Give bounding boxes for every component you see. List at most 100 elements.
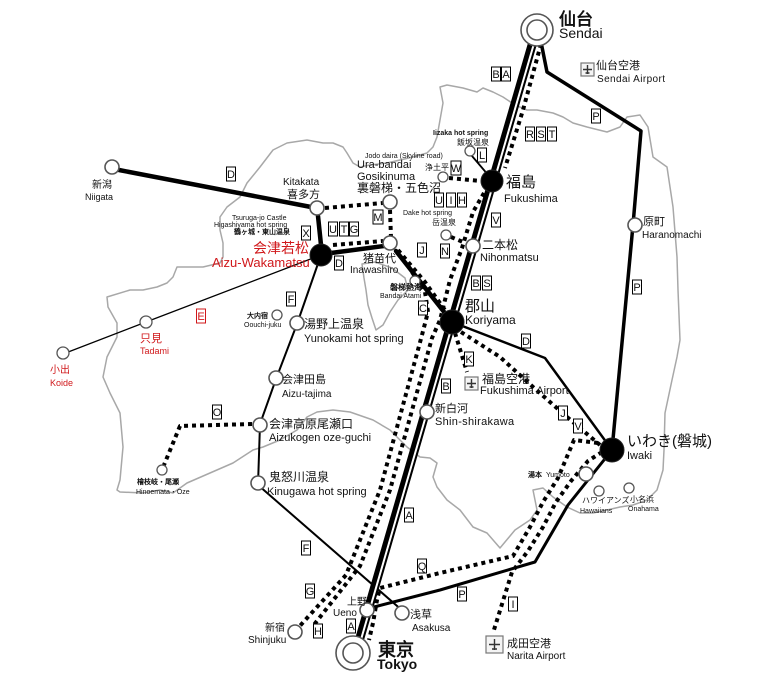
svg-text:O: O: [213, 407, 222, 419]
svg-text:H: H: [458, 195, 466, 207]
label-koriyama-en: Koriyama: [465, 313, 516, 327]
stop-iizaka: [464, 145, 476, 157]
svg-text:Q: Q: [418, 561, 427, 573]
koriyama-iwaki-line: [450, 320, 614, 452]
svg-text:M: M: [373, 212, 382, 224]
svg-text:H: H: [314, 626, 322, 638]
label-koriyama-ja: 郡山: [465, 298, 495, 315]
bus-kitakata-urabandai: [324, 201, 384, 210]
svg-text:A: A: [405, 510, 413, 522]
route-label-n: N: [440, 243, 450, 259]
label-hawaiians-ja: ハワイアンズ: [582, 495, 630, 505]
svg-text:B: B: [492, 69, 499, 81]
svg-text:V: V: [492, 215, 500, 227]
svg-text:U: U: [329, 224, 337, 236]
bus-urabandai-inawashiro: [388, 209, 393, 239]
bus-aizu-inawashiro: [332, 239, 384, 247]
label-nihonmatsu-ja: 二本松: [482, 238, 518, 252]
svg-text:G: G: [306, 586, 315, 598]
route-label-k: K: [464, 351, 474, 367]
label-kitakata-ja: 喜多方: [287, 187, 320, 201]
route-label-v: V: [573, 418, 583, 434]
label-aizukogen-ja: 会津高原尾瀬口: [269, 416, 353, 431]
label-aizu-tajima-en: Aizu-tajima: [282, 389, 332, 400]
svg-text:R: R: [526, 129, 534, 141]
label-hinoemata-en: Hinoemata・Oze: [136, 489, 190, 496]
svg-text:L: L: [479, 150, 485, 162]
svg-text:C: C: [419, 303, 427, 315]
route-label-t: T: [339, 221, 349, 237]
label-tadami-en: Tadami: [140, 346, 169, 356]
bus-iwaki-tokyo: [367, 438, 599, 641]
route-label-p: P: [591, 108, 601, 124]
label-shinjuku-ja: 新宿: [265, 621, 285, 634]
label-aizu-tajima-ja: 会津田島: [282, 372, 326, 386]
bus-aizukogen-oze: [162, 422, 253, 466]
label-urabandai-ja: 裏磐梯・五色沼: [357, 180, 441, 195]
route-label-p: P: [632, 279, 642, 295]
shinkansen-line: [350, 26, 542, 657]
svg-text:V: V: [574, 421, 582, 433]
joban-line-north: [539, 40, 643, 452]
major-station-fukushima: [480, 169, 504, 193]
airplane-icon: [485, 635, 504, 654]
route-label-a: A: [404, 507, 414, 523]
label-iwaki-en: Iwaki: [627, 450, 652, 462]
svg-text:W: W: [451, 163, 462, 175]
station-nihonmatsu: [465, 238, 481, 254]
label-hawaiians-en: Hawaiians: [580, 508, 613, 515]
label-inawashiro-ja: 猪苗代: [363, 252, 396, 265]
svg-text:T: T: [341, 224, 348, 236]
label-koide-ja: 小出: [50, 363, 70, 376]
route-label-s: S: [536, 126, 546, 142]
route-label-p: P: [457, 586, 467, 602]
label-yunokami-ja: 湯野上温泉: [304, 317, 364, 331]
station-shin-shirakawa: [419, 404, 435, 420]
bus-jododaira-fukushima: [448, 176, 482, 183]
station-urabandai: [382, 194, 398, 210]
route-label-i: I: [508, 596, 518, 612]
prefecture-outline: [102, 84, 681, 549]
svg-text:J: J: [560, 408, 566, 420]
label-fukushima-airport-ja: 福島空港: [482, 371, 530, 386]
svg-text:I: I: [449, 195, 452, 207]
svg-text:B: B: [472, 278, 479, 290]
route-label-v: V: [491, 212, 501, 228]
label-sendai-en: Sendai: [559, 25, 603, 41]
label-jododaira-ja: 浄土平: [425, 162, 449, 172]
station-labels: 仙台 Sendai 仙台空港 Sendai Airport 福島 Fukushi…: [50, 9, 712, 672]
svg-text:P: P: [633, 282, 640, 294]
route-label-i: I: [446, 192, 456, 208]
shinkansen-track: [350, 26, 542, 657]
label-niigata-en: Niigata: [85, 192, 113, 202]
route-label-q: Q: [417, 558, 427, 574]
station-niigata: [104, 159, 120, 175]
label-kinugawa-en: Kinugawa hot spring: [267, 486, 367, 498]
kitakata-aizu-line: [315, 213, 324, 248]
bus-iwaki-narita: [491, 450, 604, 634]
terminal-tokyo-marker: [335, 635, 371, 671]
station-yunokami: [289, 315, 305, 331]
label-asakusa-ja: 浅草: [410, 608, 432, 621]
label-fukushima-airport-en: Fukushima Airport: [480, 385, 569, 397]
svg-text:F: F: [288, 294, 295, 306]
label-sendai-airport-en: Sendai Airport: [597, 74, 665, 85]
route-label-a: A: [501, 66, 511, 82]
station-aizu-tajima: [268, 370, 284, 386]
route-label-u: U: [328, 221, 338, 237]
label-urabandai-en1: Ura-bandai: [357, 159, 411, 171]
label-dake-ja: 岳温泉: [432, 217, 456, 227]
station-ueno: [359, 602, 375, 618]
label-dake-en: Dake hot spring: [403, 210, 452, 217]
label-ueno-ja: 上野: [347, 596, 367, 608]
route-label-g: G: [349, 221, 359, 237]
stop-dake: [440, 229, 452, 241]
svg-text:F: F: [303, 543, 310, 555]
label-niigata-ja: 新潟: [92, 178, 112, 191]
svg-text:D: D: [522, 336, 530, 348]
route-label-o: O: [212, 404, 222, 420]
label-ueno-en: Ueno: [333, 608, 357, 619]
label-tokyo-ja: 東京: [378, 639, 414, 660]
label-ouchijuku-ja: 大内宿: [247, 311, 268, 320]
label-aizukogen-en: Aizukogen oze-guchi: [269, 432, 371, 444]
